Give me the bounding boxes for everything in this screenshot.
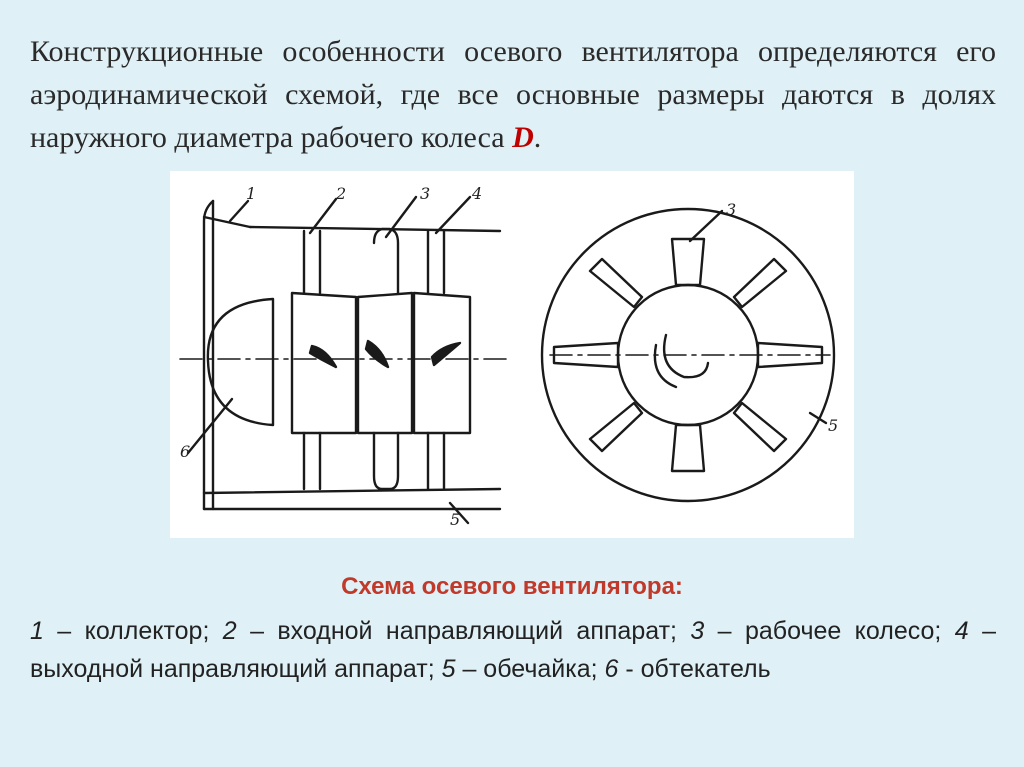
fan-diagram: 1 2 3 4 5 6 3 5 [170,171,854,538]
front-view [540,207,836,503]
intro-end: . [533,121,542,154]
legend-text-5: – обечайка; [455,655,605,683]
label-4: 4 [471,184,482,203]
legend: 1 – коллектор; 2 – входной направляющий … [30,612,996,688]
label-3: 3 [420,184,430,203]
legend-num-6: 6 [604,655,619,683]
label-front-3: 3 [726,200,736,219]
legend-num-5: 5 [441,655,456,683]
legend-num-4: 4 [954,617,969,645]
legend-num-3: 3 [690,617,705,645]
diameter-symbol: D [512,121,534,154]
label-front-5: 5 [828,416,838,435]
caption-title: Схема осевого вентилятора: [341,573,683,600]
label-2: 2 [335,184,346,203]
legend-text-4: – выходной направляющий аппарат; [30,617,996,683]
label-6: 6 [180,442,190,461]
label-5: 5 [450,510,460,529]
intro-text: Конструкционные особенности осевого вент… [30,35,996,154]
legend-text-6: - обтекатель [618,655,771,683]
label-1: 1 [246,184,256,203]
legend-text-3: – рабочее колесо; [704,617,955,645]
legend-num-2: 2 [222,617,237,645]
collector-lip [202,199,215,511]
legend-text-1: – коллектор; [43,617,223,645]
legend-text-2: – входной направляющий аппарат; [236,617,691,645]
side-view [179,195,511,525]
fairing [206,297,275,427]
legend-num-1: 1 [30,617,44,645]
intro-paragraph: Конструкционные особенности осевого вент… [30,30,996,159]
